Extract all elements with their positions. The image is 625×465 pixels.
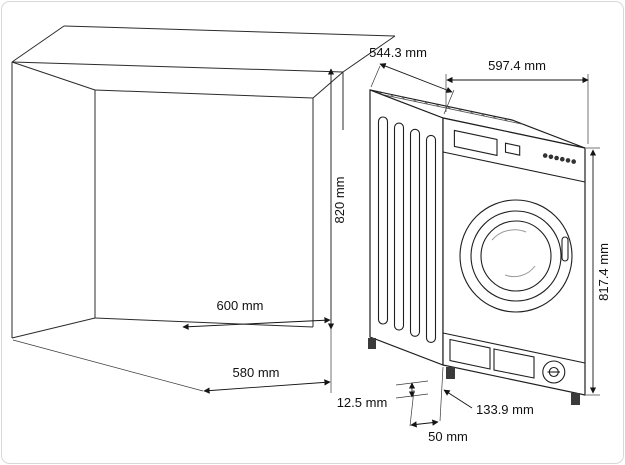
- plinth-panel-left: [449, 338, 491, 370]
- vent-slot: [425, 134, 437, 343]
- dim-label-machine-height: 817.4 mm: [596, 243, 611, 301]
- control-panel-seam: [442, 151, 586, 183]
- dim-line-cabinet-depth: [203, 379, 331, 394]
- dim-label-foot-adjustment: 12.5 mm: [337, 395, 388, 410]
- top-vent-hatch: [378, 91, 524, 125]
- dim-label-niche-depth: 600 mm: [217, 298, 264, 313]
- dim-line-niche-depth: [182, 317, 331, 330]
- machine-front-face: [442, 117, 586, 396]
- dim-label-machine-depth: 544.3 mm: [369, 45, 427, 60]
- dim-label-machine-width: 597.4 mm: [488, 58, 546, 73]
- vent-slot: [409, 128, 421, 337]
- drum-highlight: [491, 229, 527, 241]
- filter-cap: [542, 360, 566, 384]
- vent-slot: [393, 122, 405, 331]
- dim-label-niche-height: 820 mm: [332, 177, 347, 224]
- adjustable-feet: [368, 338, 580, 405]
- door-inner-ring: [470, 210, 562, 302]
- washing-machine-drawing: [368, 89, 586, 405]
- foot: [571, 393, 580, 405]
- vent-slot: [377, 116, 389, 325]
- foot: [446, 367, 455, 379]
- control-buttons: [542, 153, 576, 164]
- dim-line-plinth-height: [443, 389, 473, 409]
- plinth-panel-right: [493, 348, 535, 379]
- door-outer-ring: [459, 199, 573, 313]
- dim-line-machine-depth: [379, 63, 453, 93]
- side-vent-slots: [377, 116, 437, 343]
- foot: [368, 338, 376, 349]
- door-handle: [561, 236, 569, 262]
- dimension-lines: 544.3 mm 597.4 mm 820 mm 817.4 mm 600 mm…: [12, 45, 611, 444]
- dim-label-door-clearance: 50 mm: [428, 429, 468, 444]
- dim-line-door-clearance: [410, 419, 439, 428]
- detergent-drawer: [453, 129, 498, 157]
- drum-highlight: [504, 265, 536, 278]
- dim-label-cabinet-depth: 580 mm: [233, 365, 280, 380]
- plinth-seam: [442, 332, 586, 364]
- display-window: [504, 142, 521, 156]
- dim-label-plinth-height: 133.9 mm: [476, 402, 534, 417]
- door-window: [480, 220, 552, 292]
